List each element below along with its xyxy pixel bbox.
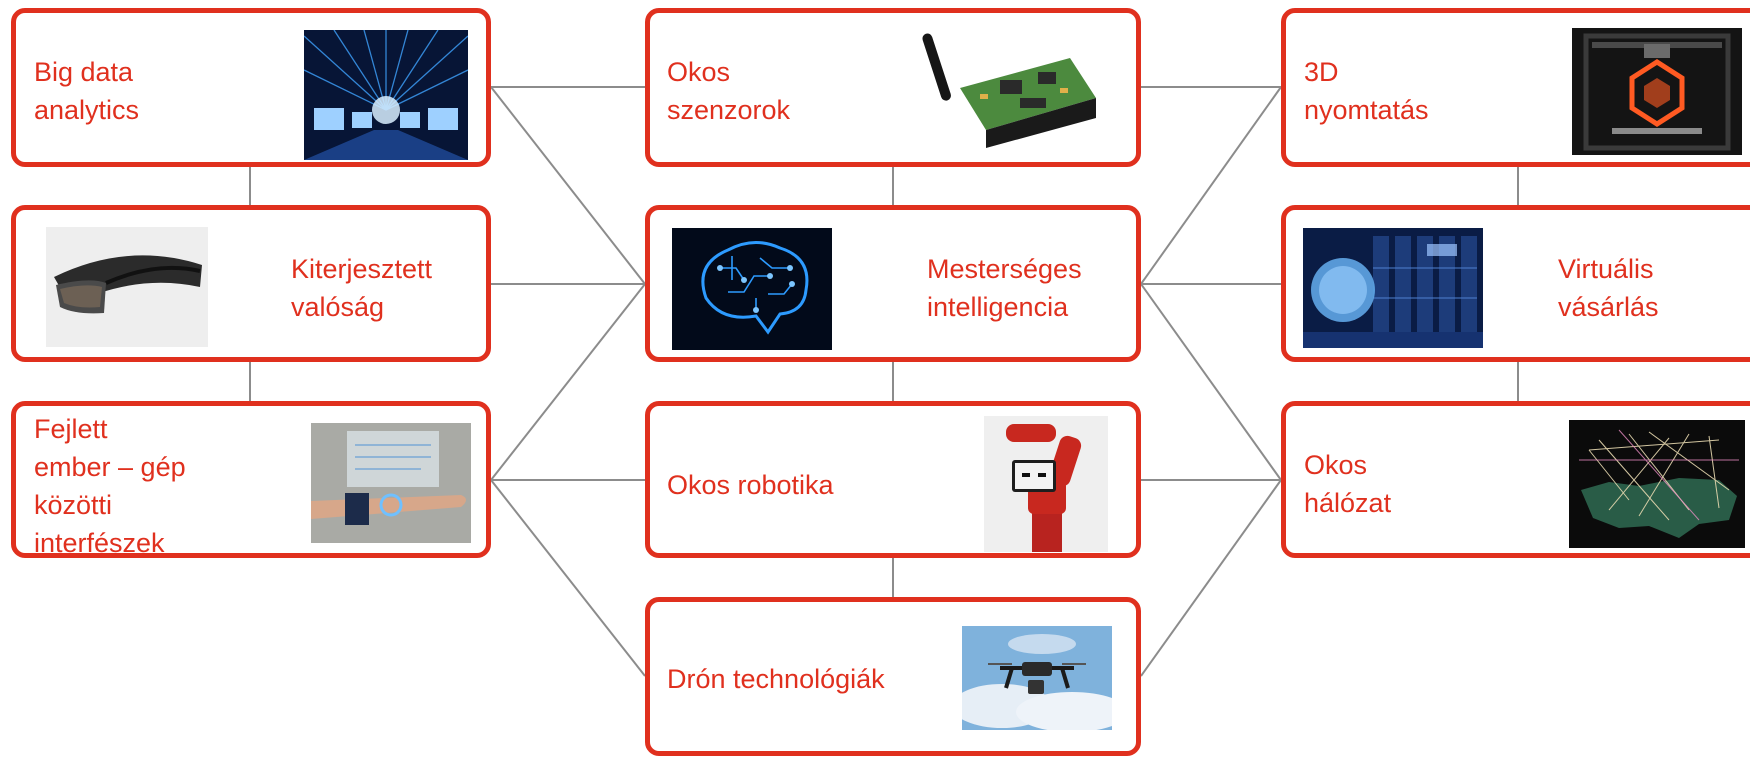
node-label-vr-shop: Virtuális vásárlás <box>1558 254 1659 322</box>
node-network: Okos hálózat <box>1281 401 1750 558</box>
node-label-ai: Mesterséges intelligencia <box>927 254 1082 322</box>
node-label-network: Okos hálózat <box>1304 450 1392 518</box>
node-vr-shop: Virtuális vásárlás <box>1281 205 1750 362</box>
node-sensors: Okos szenzorok <box>645 8 1141 167</box>
collaborative-robot-icon <box>984 416 1108 552</box>
node-label-drone: Drón technológiák <box>667 664 885 694</box>
node-hmi: Fejlett ember – gép közötti interfészek <box>11 401 491 558</box>
3d-printer-icon <box>1572 28 1742 155</box>
ar-headset-icon <box>46 227 208 347</box>
node-drone: Drón technológiák <box>645 597 1141 756</box>
sensor-board-icon <box>920 28 1100 153</box>
circuit-brain-icon <box>672 228 832 350</box>
node-label-ar: Kiterjesztett valóság <box>291 254 433 322</box>
node-robotics: Okos robotika <box>645 401 1141 558</box>
node-label-hmi: Fejlett ember – gép közötti interfészek <box>34 414 186 558</box>
node-big-data: Big data analytics <box>11 8 491 167</box>
node-label-sensors: Okos szenzorok <box>667 57 791 125</box>
node-label-robotics: Okos robotika <box>667 470 834 500</box>
drone-icon <box>962 626 1112 730</box>
node-ai: Mesterséges intelligencia <box>645 205 1141 362</box>
node-label-3d-print: 3D nyomtatás <box>1304 57 1429 125</box>
gesture-armband-icon <box>311 423 471 543</box>
supercomputer-icon <box>1303 228 1483 348</box>
data-stream-icon <box>304 30 468 160</box>
network-map-icon <box>1569 420 1745 548</box>
node-label-big-data: Big data analytics <box>34 57 140 125</box>
node-ar: Kiterjesztett valóság <box>11 205 491 362</box>
node-3d-print: 3D nyomtatás <box>1281 8 1750 167</box>
